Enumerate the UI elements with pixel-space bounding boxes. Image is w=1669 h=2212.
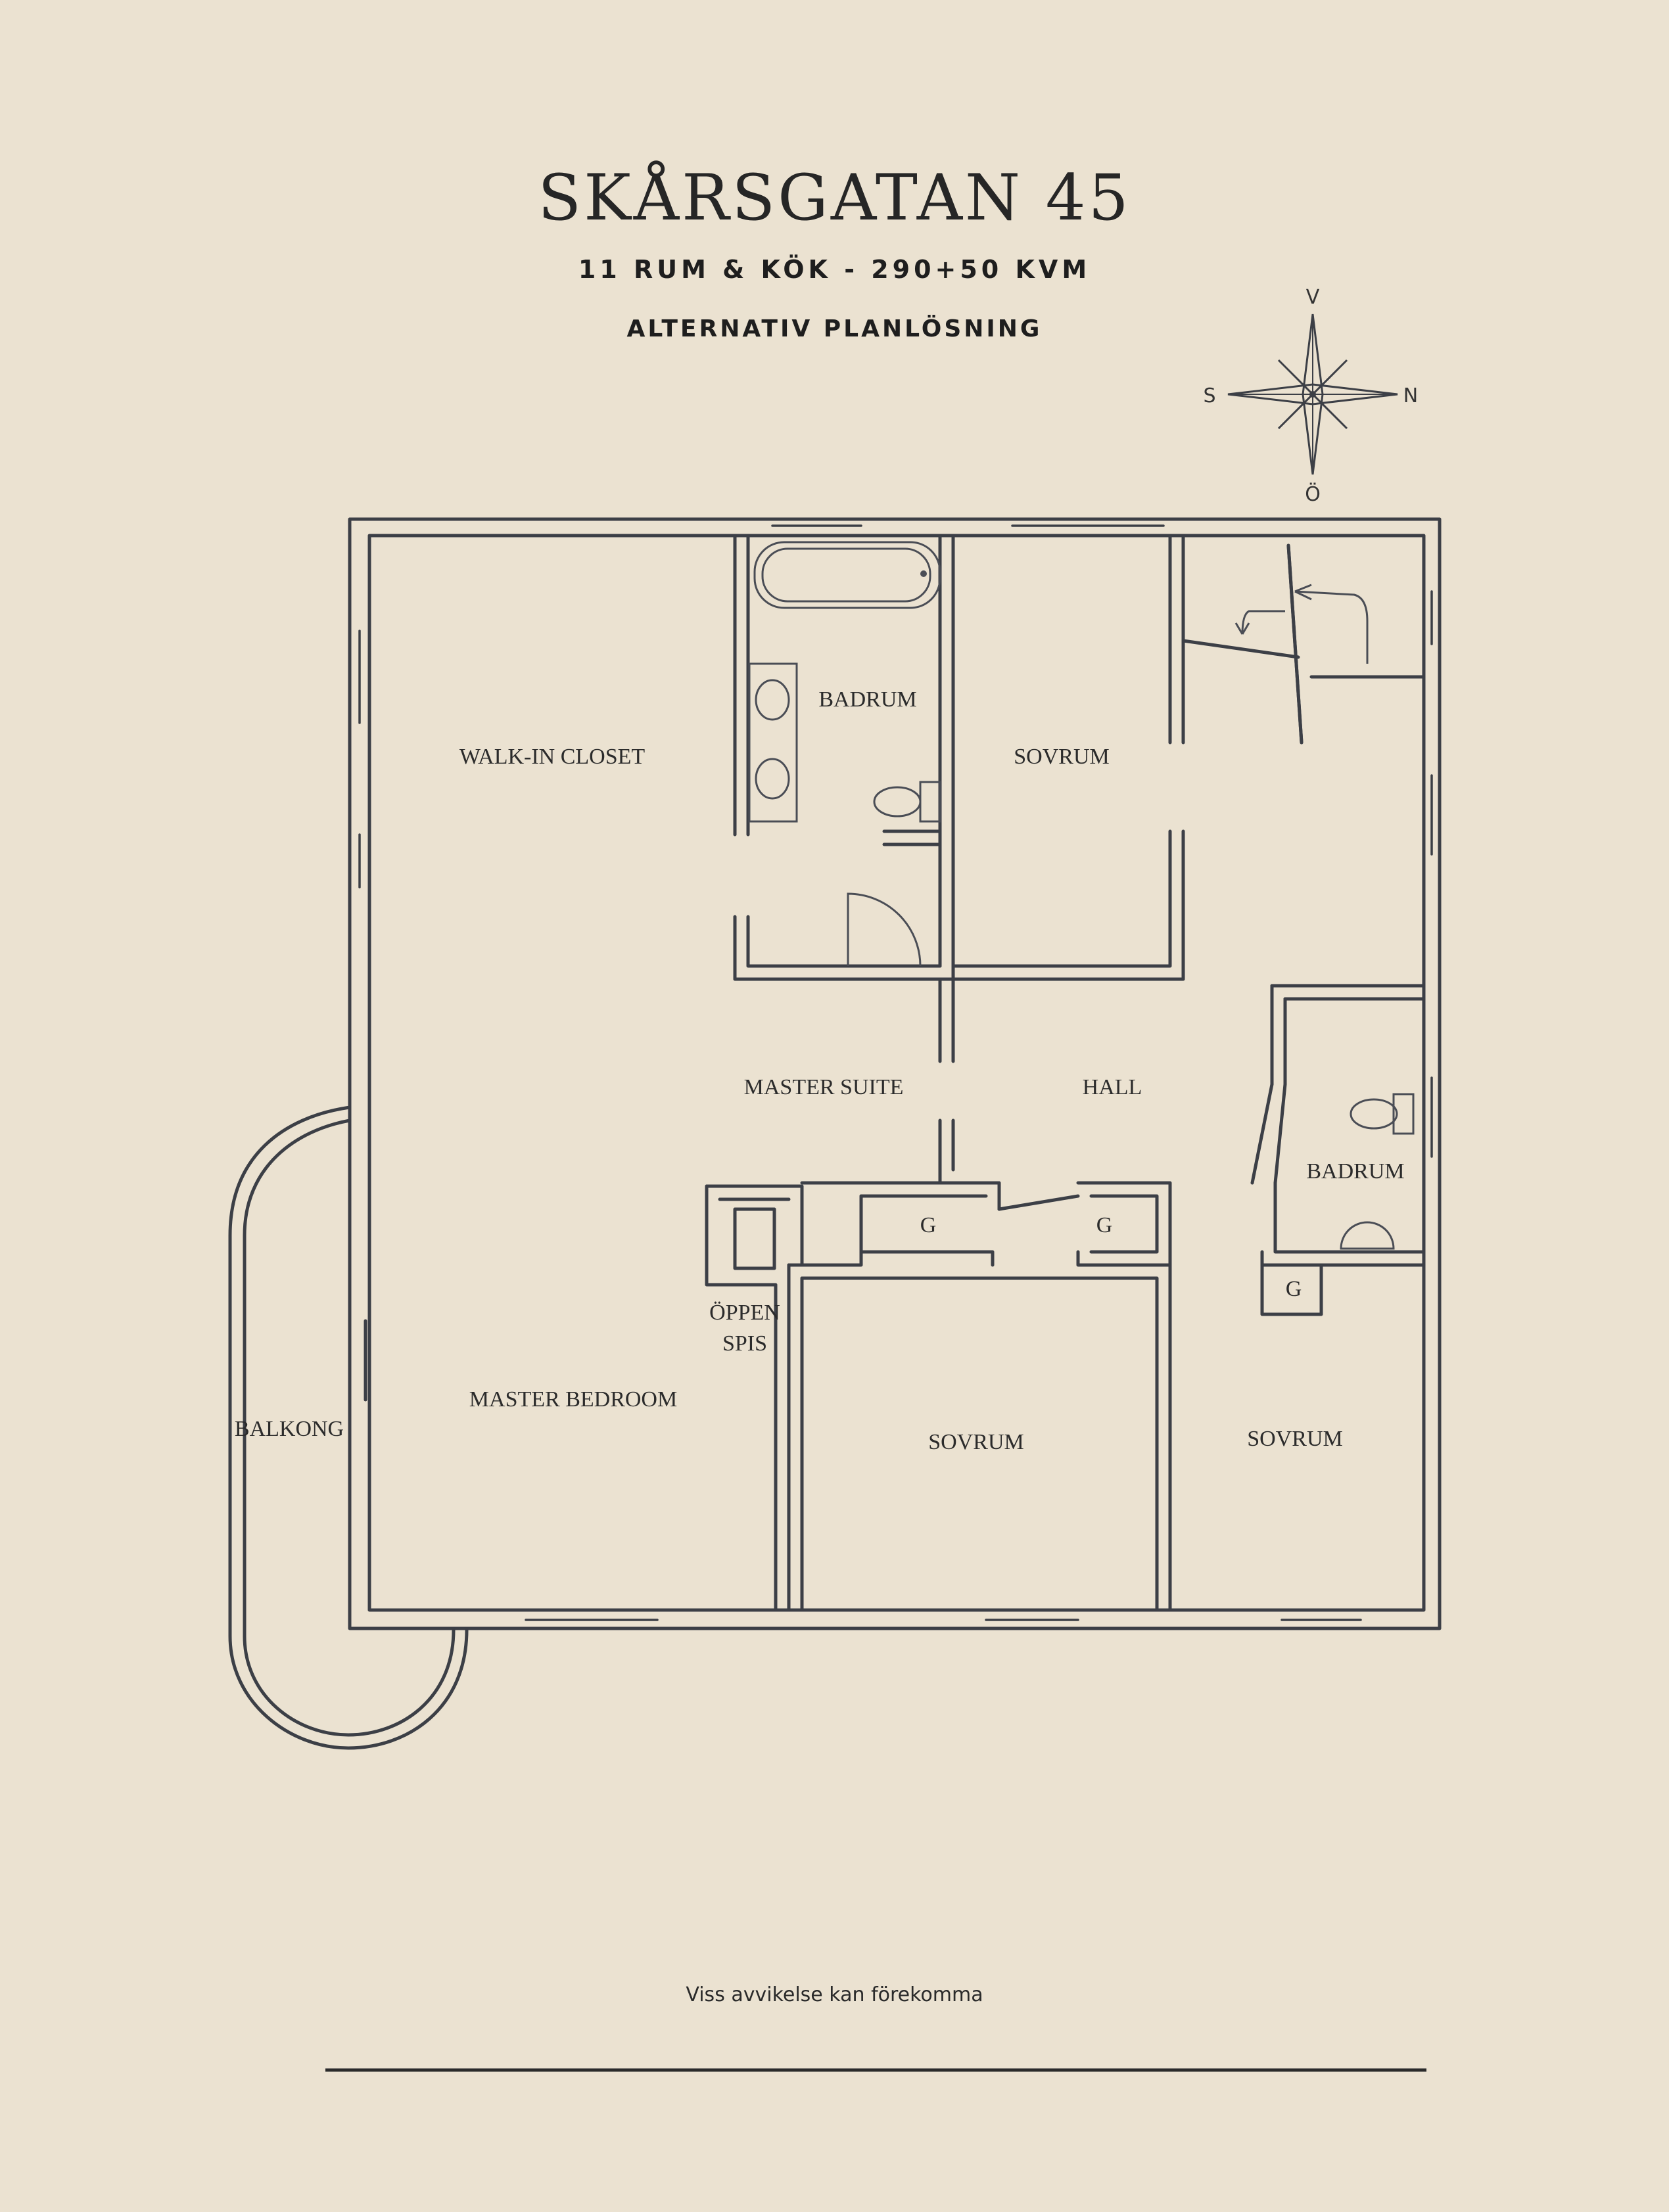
room-master-bedroom: MASTER BEDROOM [469,1387,677,1412]
room-badrum-1: BADRUM [818,687,916,712]
disclaimer-text: Viss avvikelse kan förekomma [686,1983,983,2006]
room-sovrum-3: SOVRUM [1247,1427,1342,1451]
room-hall: HALL [1083,1075,1142,1099]
label-oppen: ÖPPEN [709,1301,780,1325]
fixtures [748,541,1415,1250]
closet-g-1: G [920,1213,937,1237]
compass-west-label: V [1306,286,1320,309]
compass-south-label: S [1203,384,1215,407]
room-walk-in-closet: WALK-IN CLOSET [459,745,646,769]
room-sovrum-1: SOVRUM [1014,745,1109,769]
closet-g-2: G [1096,1213,1113,1237]
compass-icon: V S N Ö [1203,286,1418,506]
room-badrum-2: BADRUM [1306,1159,1404,1184]
room-balkong: BALKONG [235,1417,344,1441]
room-sovrum-2: SOVRUM [928,1430,1023,1454]
label-spis: SPIS [722,1331,767,1356]
closet-g-3: G [1286,1277,1302,1301]
page-subtitle: 11 RUM & KÖK - 290+50 KVM [578,255,1091,284]
balcony-outline [228,1105,469,1750]
outer-walls [348,517,1442,1630]
room-master-suite: MASTER SUITE [744,1075,904,1099]
compass-east-label: Ö [1305,482,1321,506]
interior-walls [705,534,1426,1612]
alternative-layout-label: ALTERNATIV PLANLÖSNING [626,315,1043,342]
page-title: SKÅRSGATAN 45 [538,161,1131,235]
compass-north-label: N [1403,384,1418,407]
